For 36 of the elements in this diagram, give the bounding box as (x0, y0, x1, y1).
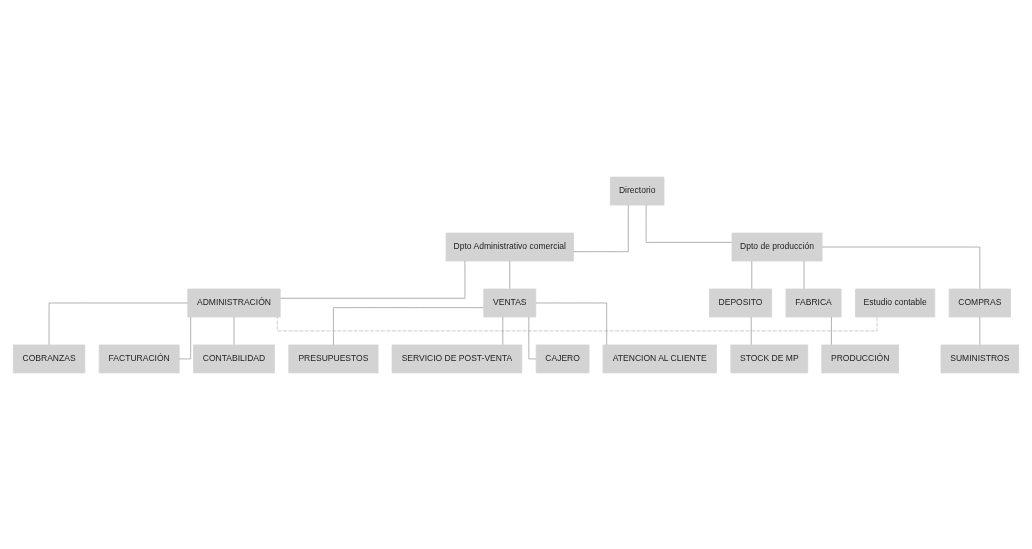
connector (750, 316, 752, 345)
node-box: DEPOSITO (709, 288, 772, 317)
connector (502, 316, 504, 345)
node-box: ATENCION AL CLIENTE (602, 344, 717, 373)
node-box: VENTAS (483, 288, 537, 317)
node-box: FACTURACIÓN (98, 344, 180, 373)
node-box: SUMINISTROS (940, 344, 1020, 373)
connector (280, 260, 466, 299)
node-box: CAJERO (535, 344, 590, 373)
connector (333, 306, 484, 345)
connector (48, 302, 188, 345)
node-box: Dpto Administrativo comercial (445, 232, 574, 261)
connector (751, 260, 753, 289)
node-box: COBRANZAS (12, 344, 86, 373)
node-box: CONTABILIDAD (193, 344, 275, 373)
connector (831, 316, 832, 345)
connector (645, 204, 732, 243)
connector (821, 246, 981, 289)
node-box: Estudio contable (855, 288, 936, 317)
connector (803, 260, 805, 289)
node-box: COMPRAS (948, 288, 1011, 317)
node-box: FABRICA (785, 288, 842, 317)
connector (276, 316, 878, 331)
connector (979, 316, 981, 345)
node-box: SERVICIO DE POST-VENTA (391, 344, 523, 373)
connector (233, 316, 235, 345)
node-box: STOCK DE MP (730, 344, 809, 373)
connector (528, 316, 537, 359)
node-box: Directorio (610, 176, 665, 205)
node-box: PRESUPUESTOS (288, 344, 379, 373)
node-box: ADMINISTRACIÓN (187, 288, 281, 317)
node-box: Dpto de producción (731, 232, 823, 261)
connector (573, 204, 629, 252)
connector (535, 302, 608, 345)
node-box: PRODUCCIÓN (821, 344, 899, 373)
connector (509, 260, 511, 289)
